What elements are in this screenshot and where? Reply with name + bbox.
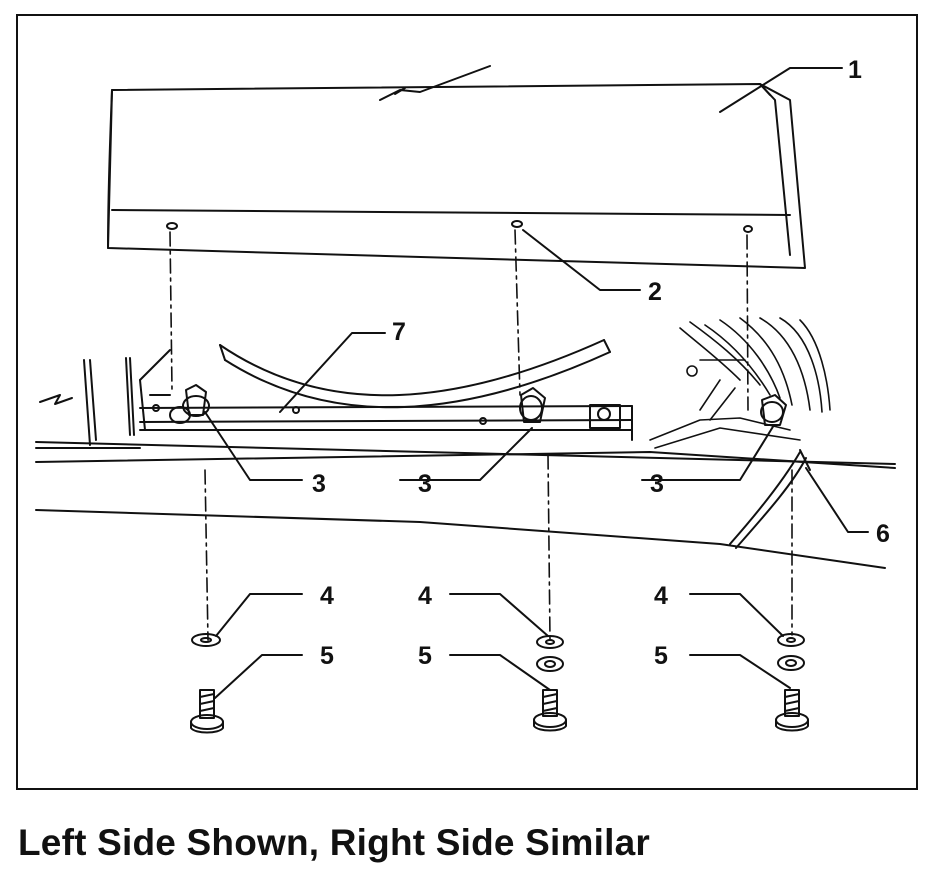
left-bracket <box>39 349 171 446</box>
callout-7: 7 <box>392 318 406 346</box>
callout-2: 2 <box>648 278 662 306</box>
alignment-lines <box>169 229 793 641</box>
edge-seal <box>799 449 811 471</box>
callout-3-center: 3 <box>418 470 432 498</box>
callout-1: 1 <box>848 56 862 84</box>
screw-5-right <box>775 689 809 732</box>
callout-4-right: 4 <box>654 582 668 610</box>
fastener-3-right <box>760 394 787 426</box>
curved-strap <box>219 339 611 409</box>
callout-5-center: 5 <box>418 642 432 670</box>
callout-3-left: 3 <box>312 470 326 498</box>
callout-6: 6 <box>876 520 890 548</box>
screw-5-left <box>190 689 224 734</box>
cover-panel <box>107 65 806 269</box>
fastener-3-center <box>519 387 546 423</box>
callout-4-left: 4 <box>320 582 334 610</box>
callout-5-left: 5 <box>320 642 334 670</box>
fastener-3-left <box>169 384 210 424</box>
callout-5-right: 5 <box>654 642 668 670</box>
screw-5-center <box>533 689 567 732</box>
body-sill <box>35 441 896 569</box>
right-tube-cluster <box>649 317 831 449</box>
washer-4-left <box>191 633 221 647</box>
leader-lines <box>204 67 869 699</box>
callout-3-right: 3 <box>650 470 664 498</box>
washer-4-right <box>777 633 805 671</box>
diagram-caption: Left Side Shown, Right Side Similar <box>18 822 650 863</box>
mounting-rail <box>139 404 633 441</box>
callout-4-center: 4 <box>418 582 432 610</box>
washer-4-center <box>536 635 564 672</box>
